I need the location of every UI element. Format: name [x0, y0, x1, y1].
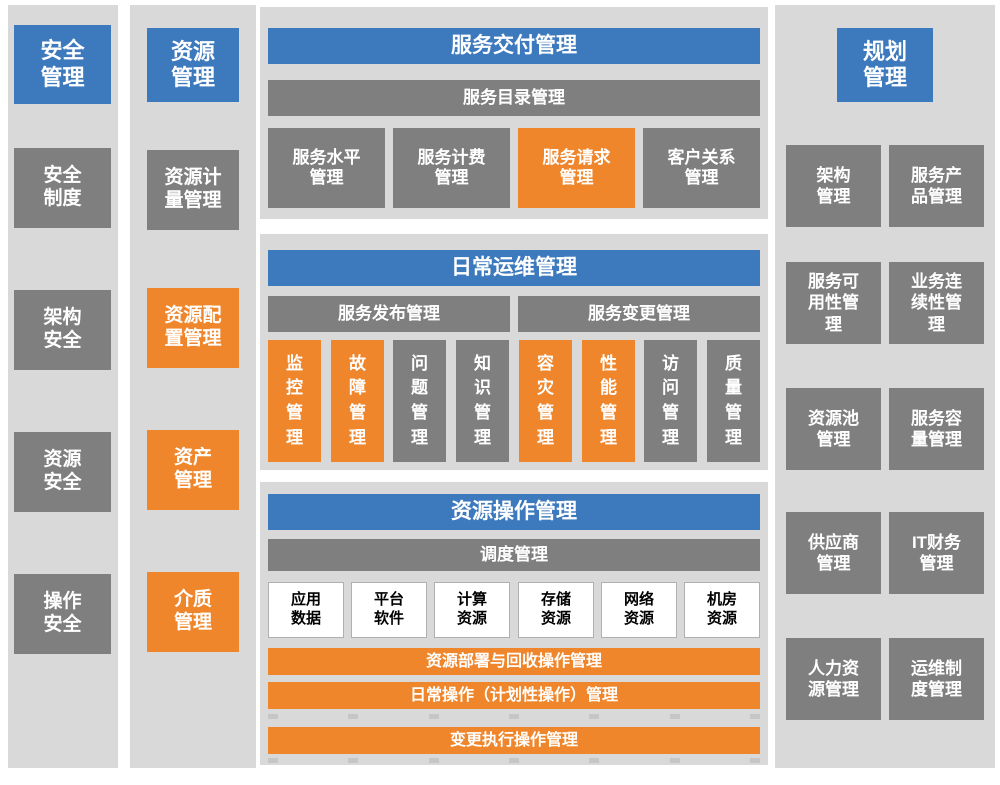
app-data-box: 应用 数据 — [268, 582, 344, 638]
daily-operations-title: 日常运维管理 — [268, 250, 760, 286]
hr-mgmt-box: 人力资 源管理 — [786, 638, 881, 720]
table-tick-row — [268, 758, 760, 763]
service-level-box: 服务水平 管理 — [268, 128, 385, 208]
fault-box: 故 障 管 理 — [331, 340, 384, 462]
storage-resource-box: 存储 资源 — [518, 582, 594, 638]
performance-box: 性 能 管 理 — [582, 340, 635, 462]
supplier-mgmt-box: 供应商 管理 — [786, 512, 881, 594]
problem-box: 问 题 管 理 — [393, 340, 446, 462]
scheduling-bar: 调度管理 — [268, 539, 760, 571]
security-management-header: 安全 管理 — [14, 25, 111, 104]
security-item-system: 安全 制度 — [14, 148, 111, 228]
access-box: 访 问 管 理 — [644, 340, 697, 462]
service-product-mgmt-box: 服务产 品管理 — [889, 145, 984, 227]
security-item-architecture: 架构 安全 — [14, 290, 111, 370]
ops-policy-mgmt-box: 运维制 度管理 — [889, 638, 984, 720]
disaster-recovery-box: 容 灾 管 理 — [519, 340, 572, 462]
change-execution-operation-bar: 变更执行操作管理 — [268, 727, 760, 754]
service-availability-mgmt-box: 服务可 用性管 理 — [786, 262, 881, 344]
daily-operations-panel: 日常运维管理 服务发布管理 服务变更管理 监 控 管 理 故 障 管 理 问 题… — [260, 234, 768, 470]
service-request-box: 服务请求 管理 — [518, 128, 635, 208]
resource-pool-mgmt-box: 资源池 管理 — [786, 388, 881, 470]
security-item-resource: 资源 安全 — [14, 432, 111, 512]
customer-relation-box: 客户关系 管理 — [643, 128, 760, 208]
resource-operations-title: 资源操作管理 — [268, 494, 760, 530]
service-change-bar: 服务变更管理 — [518, 296, 760, 332]
resource-item-metering: 资源计 量管理 — [147, 150, 239, 230]
resource-operations-panel: 资源操作管理 调度管理 应用 数据 平台 软件 计算 资源 存储 资源 网络 资… — [260, 482, 768, 765]
knowledge-box: 知 识 管 理 — [456, 340, 509, 462]
network-resource-box: 网络 资源 — [601, 582, 677, 638]
resource-item-media: 介质 管理 — [147, 572, 239, 652]
monitoring-box: 监 控 管 理 — [268, 340, 321, 462]
deploy-recycle-operation-bar: 资源部署与回收操作管理 — [268, 648, 760, 675]
security-item-operation: 操作 安全 — [14, 574, 111, 654]
resource-management-column: 资源 管理 资源计 量管理 资源配 置管理 资产 管理 介质 管理 — [130, 5, 256, 768]
service-capacity-mgmt-box: 服务容 量管理 — [889, 388, 984, 470]
service-billing-box: 服务计费 管理 — [393, 128, 510, 208]
business-continuity-mgmt-box: 业务连 续性管 理 — [889, 262, 984, 344]
architecture-mgmt-box: 架构 管理 — [786, 145, 881, 227]
service-release-bar: 服务发布管理 — [268, 296, 510, 332]
compute-resource-box: 计算 资源 — [434, 582, 510, 638]
planned-operation-bar: 日常操作（计划性操作）管理 — [268, 682, 760, 709]
quality-box: 质 量 管 理 — [707, 340, 760, 462]
table-tick-row — [268, 714, 760, 719]
planning-management-column: 规划 管理 架构 管理 服务产 品管理 服务可 用性管 理 业务连 续性管 理 … — [775, 5, 995, 768]
it-finance-mgmt-box: IT财务 管理 — [889, 512, 984, 594]
datacenter-resource-box: 机房 资源 — [684, 582, 760, 638]
service-catalog-bar: 服务目录管理 — [268, 80, 760, 116]
service-delivery-panel: 服务交付管理 服务目录管理 服务水平 管理 服务计费 管理 服务请求 管理 客户… — [260, 7, 768, 219]
resource-management-header: 资源 管理 — [147, 28, 239, 102]
platform-software-box: 平台 软件 — [351, 582, 427, 638]
resource-item-configuration: 资源配 置管理 — [147, 288, 239, 368]
service-delivery-title: 服务交付管理 — [268, 28, 760, 64]
resource-item-asset: 资产 管理 — [147, 430, 239, 510]
planning-management-header: 规划 管理 — [837, 28, 933, 102]
security-management-column: 安全 管理 安全 制度 架构 安全 资源 安全 操作 安全 — [8, 5, 118, 768]
